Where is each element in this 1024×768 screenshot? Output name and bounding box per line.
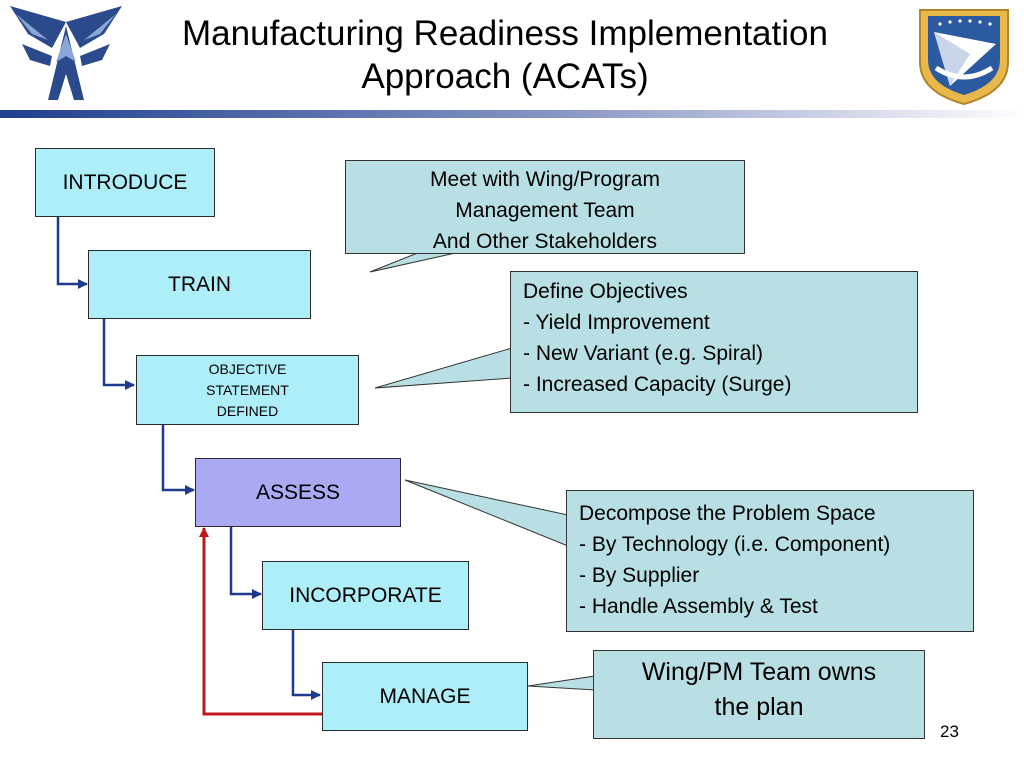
step-incorporate: INCORPORATE <box>262 561 469 630</box>
step-manage: MANAGE <box>322 662 528 731</box>
callout-wing-owns-plan: Wing/PM Team owns the plan <box>593 650 925 739</box>
callout-define-objectives: Define Objectives - Yield Improvement - … <box>510 271 918 413</box>
callout-pointer-wing <box>527 675 596 691</box>
callout-pointer-decompose <box>404 479 569 547</box>
step-objective-line-2: STATEMENT <box>206 381 289 398</box>
callout-define-line-4: - Increased Capacity (Surge) <box>523 373 792 396</box>
callout-wing-line-2: the plan <box>714 693 804 721</box>
title-divider <box>0 110 1024 118</box>
afrl-shield-logo <box>919 9 1009 106</box>
callout-decompose-line-4: - Handle Assembly & Test <box>579 595 818 618</box>
step-objective-statement-defined: OBJECTIVE STATEMENT DEFINED <box>136 355 359 425</box>
callout-define-line-2: - Yield Improvement <box>523 311 710 334</box>
step-manage-label: MANAGE <box>379 684 471 708</box>
title-line-1: Manufacturing Readiness Implementation <box>182 14 828 53</box>
air-force-logo <box>10 6 122 100</box>
arrow-objective-to-assess <box>161 425 195 495</box>
arrow-incorporate-to-manage <box>291 630 321 700</box>
callout-decompose-line-3: - By Supplier <box>579 564 700 587</box>
callout-define-line-3: - New Variant (e.g. Spiral) <box>523 342 764 365</box>
step-assess: ASSESS <box>195 458 401 527</box>
title-line-2: Approach (ACATs) <box>361 57 649 96</box>
arrow-assess-to-incorporate <box>229 527 262 599</box>
page-number: 23 <box>940 722 959 741</box>
callout-define-line-1: Define Objectives <box>523 280 688 303</box>
arrow-introduce-to-train <box>56 217 88 289</box>
callout-meet-line-2: Management Team <box>455 199 635 222</box>
callout-decompose-line-2: - By Technology (i.e. Component) <box>579 533 891 556</box>
step-train-label: TRAIN <box>168 272 231 296</box>
callout-meet-stakeholders: Meet with Wing/Program Management Team A… <box>345 160 745 254</box>
callout-meet-line-3: And Other Stakeholders <box>432 230 658 253</box>
step-train: TRAIN <box>88 250 311 319</box>
step-objective-line-1: OBJECTIVE <box>208 360 287 377</box>
callout-decompose-problem: Decompose the Problem Space - By Technol… <box>566 490 974 632</box>
callout-meet-line-1: Meet with Wing/Program <box>430 168 660 191</box>
feedback-loop-arrow <box>199 527 323 716</box>
slide-title: Manufacturing Readiness Implementation A… <box>120 12 890 98</box>
step-assess-label: ASSESS <box>255 480 341 504</box>
step-objective-line-3: DEFINED <box>216 402 279 419</box>
callout-pointer-define <box>374 347 513 389</box>
callout-decompose-line-1: Decompose the Problem Space <box>579 502 876 525</box>
step-incorporate-label: INCORPORATE <box>289 583 442 607</box>
arrow-train-to-objective <box>102 319 135 390</box>
callout-wing-line-1: Wing/PM Team owns <box>641 658 877 686</box>
step-introduce-label: INTRODUCE <box>62 170 188 194</box>
step-introduce: INTRODUCE <box>35 148 215 217</box>
